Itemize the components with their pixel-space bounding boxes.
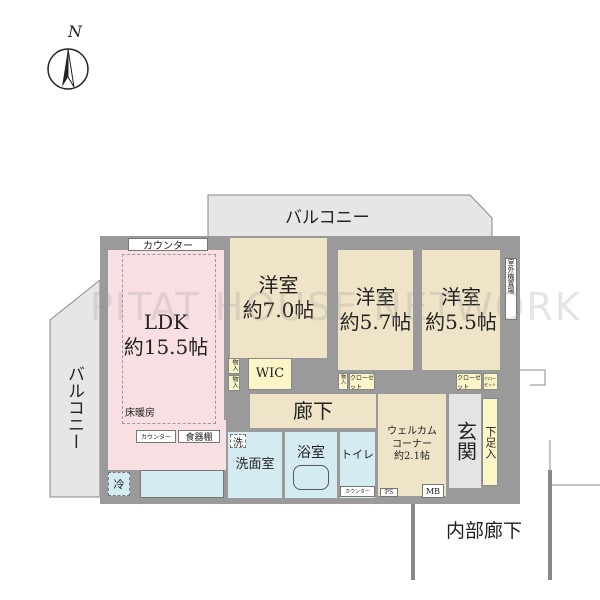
floor-heating-label: 床暖房: [125, 408, 155, 419]
room2-small-storage: 物入: [338, 373, 348, 390]
ldk-size: 約15.5帖: [123, 335, 209, 359]
room2-name: 洋室: [355, 285, 396, 309]
shoe-box: 下足入: [482, 398, 498, 486]
wic: WIC: [248, 358, 292, 390]
kitchen-counter: [140, 470, 224, 498]
room1-size: 約7.0帖: [242, 298, 315, 322]
room3-size: 約5.5帖: [425, 310, 497, 334]
hallway: 廊下: [250, 394, 376, 428]
floor-heating-area: [122, 254, 216, 424]
toilet-name: トイレ: [341, 448, 374, 462]
pipe-space: PS: [380, 488, 398, 497]
washer-space: 洗: [230, 434, 246, 449]
western-room-5-7: 洋室 約5.7帖: [338, 250, 413, 370]
north-label: N: [68, 22, 82, 41]
fridge-space: 冷: [108, 472, 130, 496]
welcome-corner: ウェルカムコーナー 約2.1帖: [378, 394, 446, 496]
balcony-top-label: バルコニー: [285, 208, 370, 228]
watermark: PITAT HOUSE NETWORK: [90, 285, 582, 329]
ldk-label: LDK 約15.5帖: [108, 300, 224, 370]
storage-2: 物入: [228, 375, 240, 391]
counter-top: カウンター: [128, 238, 208, 252]
ldk-name: LDK: [143, 310, 189, 334]
bathtub-icon: [293, 465, 329, 490]
inner-corridor-label: 内部廊下: [446, 520, 523, 542]
cupboard: 食器棚: [178, 430, 220, 443]
outdoor-unit-space: 室外機置場: [505, 258, 517, 320]
ldk-room-lower: [108, 420, 226, 470]
western-room-7: 洋室 約7.0帖: [230, 238, 327, 358]
room1-name: 洋室: [258, 273, 299, 297]
toilet-counter: カウンター: [340, 486, 375, 497]
room2-closet: クローゼット: [349, 373, 375, 391]
room3-closet: クローゼット: [456, 373, 482, 391]
washroom-name: 洗面室: [235, 456, 275, 472]
welcome-name: ウェルカムコーナー: [387, 426, 437, 450]
room3-name: 洋室: [441, 285, 481, 309]
room2-size: 約5.7帖: [339, 310, 412, 334]
counter-bottom: カウンター: [136, 430, 176, 443]
entrance: 玄関: [449, 394, 481, 488]
welcome-size: 約2.1帖: [394, 451, 430, 463]
storage-1: 物入: [228, 358, 240, 374]
balcony-left-label: バルコニー: [64, 365, 84, 450]
compass-icon: [47, 48, 89, 90]
room3-closet-small: クローゼット: [483, 373, 498, 390]
western-room-5-5: 洋室 約5.5帖: [422, 250, 500, 370]
bathroom-name: 浴室: [297, 445, 325, 462]
bathroom: 浴室: [285, 432, 337, 498]
meter-box: MB: [422, 484, 444, 498]
